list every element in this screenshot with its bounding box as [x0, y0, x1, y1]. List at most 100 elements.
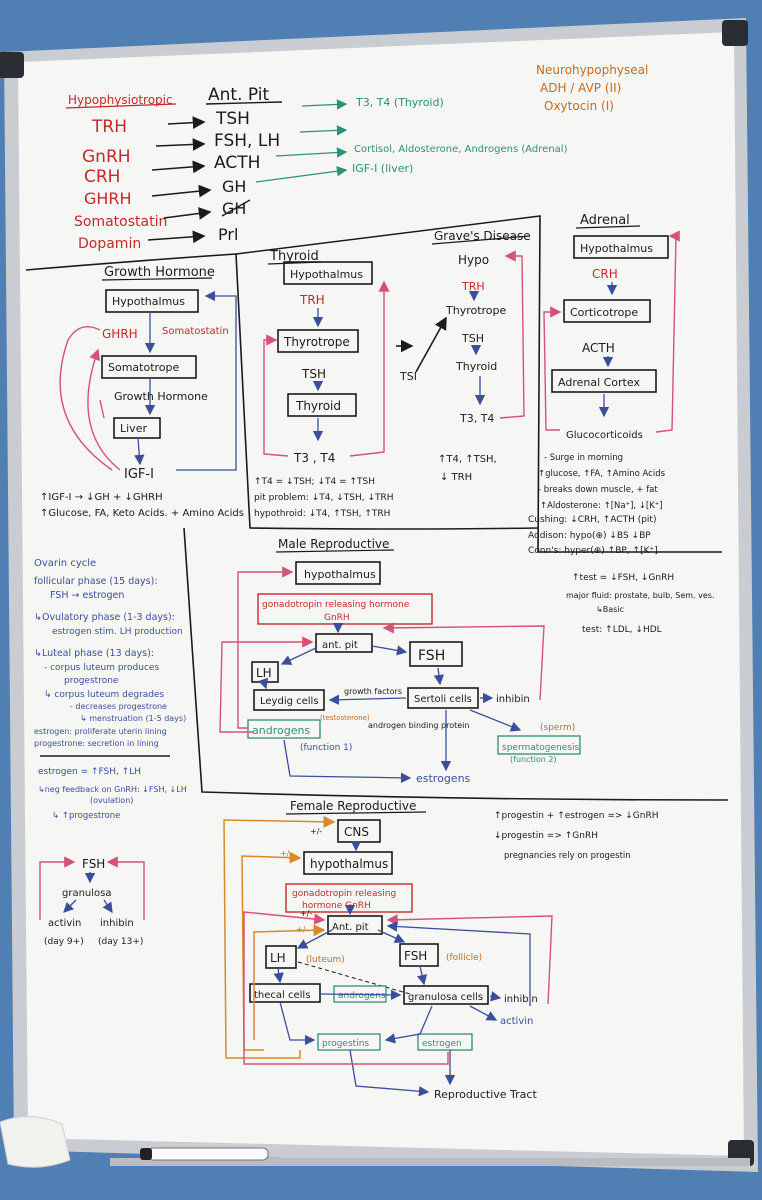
- gh-note-1: ↑IGF-I → ↓GH + ↓GHRH: [40, 492, 163, 503]
- female-gnrh-short: hormone GnRH: [302, 901, 371, 911]
- female-pm-1: +/-: [310, 827, 322, 836]
- female-side-1: ↓progestin => ↑GnRH: [494, 831, 598, 841]
- male-sertoli: Sertoli cells: [414, 694, 472, 705]
- graves-thyroid: Thyroid: [455, 360, 497, 373]
- female-granulosa: granulosa cells: [408, 992, 483, 1003]
- female-fsh: FSH: [404, 949, 427, 963]
- ovary-line-11: estrogen: proliferate uterin lining: [34, 727, 167, 736]
- thyroid-thyrotrope: Thyrotrope: [283, 335, 350, 349]
- ovary-line-6: - corpus luteum produces: [44, 663, 159, 673]
- adrenal-note-1: ↑glucose, ↑FA, ↑Amino Acids: [538, 469, 666, 479]
- female-gnrh-long: gonadotropin releasing: [292, 889, 396, 899]
- adrenal-note-5: Addison: hypo(⊕) ↓BS ↓BP: [528, 531, 651, 541]
- adrenal-section: Adrenal Hypothalmus CRH Corticotrope ACT…: [528, 213, 680, 556]
- female-pm-2: +/-: [280, 849, 292, 858]
- marker-tray: [110, 1158, 750, 1166]
- thyroid-out: T3 , T4: [293, 451, 335, 465]
- male-hypothalmus: hypothalmus: [304, 568, 376, 581]
- thyroid-section: Thyroid Hypothalmus TRH Thyrotrope TSH T…: [254, 249, 394, 519]
- gh-somatotrope: Somatotrope: [108, 361, 180, 374]
- graves-hypo: Hypo: [458, 253, 489, 267]
- female-lh: LH: [270, 951, 286, 965]
- ovary-line-5: ↳Luteal phase (13 days):: [34, 648, 154, 659]
- ovary-line-15: (ovulation): [90, 796, 133, 805]
- ovary-line-10: ↳ menstruation (1-5 days): [80, 714, 186, 723]
- ovarian-cycle-notes: Ovarin cycle follicular phase (15 days):…: [34, 558, 187, 821]
- male-gnrh-short: GnRH: [324, 613, 350, 623]
- mini-activin: activin: [48, 918, 81, 929]
- ovary-line-0: Ovarin cycle: [34, 558, 96, 569]
- male-side-1: major fluid: prostate, bulb, Sem. ves.: [566, 591, 715, 600]
- fsh-granulosa-diagram: FSH granulosa activin inhibin (day 9+) (…: [39, 856, 145, 947]
- top-section: Hypophysiotropic Ant. Pit Neurohypophyse…: [65, 63, 648, 252]
- thyroid-note-1: ↑T4 = ↓TSH; ↓T4 = ↑TSH: [254, 477, 375, 487]
- graves-tsi: TSI: [399, 370, 417, 383]
- male-gnrh-long: gonadotropin releasing hormone: [262, 600, 410, 610]
- male-abp-1: androgen binding protein: [368, 721, 469, 730]
- thyroid-note-2: pit problem: ↓T4, ↓TSH, ↓TRH: [254, 493, 394, 503]
- thyroid-title: Thyroid: [269, 249, 319, 264]
- gh-title: Growth Hormone: [104, 265, 215, 280]
- ovary-line-4: estrogen stim. LH production: [52, 627, 183, 637]
- gh-note-2: ↑Glucose, FA, Keto Acids. + Amino Acids: [40, 508, 244, 519]
- pit-row-5: Prl: [218, 225, 238, 244]
- thyroid-hypothalmus: Hypothalmus: [290, 268, 363, 281]
- marker-icon: [140, 1147, 269, 1161]
- graves-tsh: TSH: [461, 332, 484, 345]
- dividers: [25, 215, 729, 801]
- adrenal-note-2: - breaks down muscle, + fat: [538, 485, 658, 495]
- mini-inhibin: inhibin: [100, 918, 134, 929]
- ovary-line-13: estrogen = ↑FSH, ↑LH: [38, 767, 141, 777]
- adrenal-crh: CRH: [592, 267, 618, 281]
- target-row-2: Cortisol, Aldosterone, Androgens (Adrena…: [354, 144, 568, 155]
- male-testosterone: (testosterone): [320, 714, 370, 722]
- hypo-row-1: GnRH: [82, 147, 131, 167]
- male-inhibin: inhibin: [496, 694, 530, 705]
- male-estrogens: estrogens: [416, 772, 471, 785]
- thyroid-trh: TRH: [299, 293, 325, 307]
- target-row-3: IGF-I (liver): [352, 162, 413, 175]
- male-title: Male Reproductive: [278, 537, 389, 551]
- gh-hypothalmus: Hypothalmus: [112, 295, 185, 308]
- female-pm-4: +/-: [296, 925, 308, 934]
- female-reproductive-section: Female Reproductive CNS +/- hypothalmus …: [223, 799, 659, 1101]
- graves-note-2: ↓ TRH: [440, 472, 472, 483]
- adrenal-corticotrope: Corticotrope: [570, 306, 638, 319]
- ovary-line-2: FSH → estrogen: [50, 590, 124, 601]
- male-side-3: test: ↑LDL, ↓HDL: [582, 625, 662, 635]
- neuro-line-1: ADH / AVP (II): [540, 81, 621, 95]
- eraser-icon: [0, 1115, 71, 1168]
- hypo-row-2: CRH: [84, 167, 120, 187]
- female-tract: Reproductive Tract: [434, 1088, 537, 1101]
- ovary-line-12: progestrone: secretion in lining: [34, 739, 159, 748]
- male-sperm: (sperm): [540, 723, 575, 733]
- gh-somatostatin: Somatostatin: [162, 326, 229, 337]
- ovary-line-7: progestrone: [64, 676, 119, 686]
- graves-title: Grave's Disease: [434, 229, 531, 243]
- male-fsh: FSH: [418, 648, 445, 664]
- neuro-line-2: Oxytocin (I): [544, 99, 614, 113]
- gh-growth-hormone: Growth Hormone: [114, 390, 208, 403]
- adrenal-out: Glucocorticoids: [566, 430, 643, 441]
- male-function-2: (function 2): [510, 755, 557, 764]
- mini-granulosa: granulosa: [62, 888, 112, 899]
- thyroid-gland: Thyroid: [295, 399, 341, 413]
- adrenal-note-3: ↑Aldosterone: ↑[Na⁺], ↓[K⁺]: [540, 501, 663, 511]
- adrenal-note-0: - Surge in morning: [544, 453, 623, 463]
- male-androgens: androgens: [252, 724, 310, 737]
- gh-igf: IGF-I: [124, 467, 154, 482]
- hypo-row-4: Somatostatin: [74, 214, 167, 230]
- male-antpit: ant. pit: [322, 640, 358, 651]
- gh-ghrh: GHRH: [102, 327, 138, 341]
- female-cns: CNS: [344, 825, 369, 839]
- pit-row-2: ACTH: [214, 153, 260, 173]
- female-pm-3: +/-: [300, 909, 312, 918]
- female-theca: thecal cells: [254, 990, 310, 1001]
- ovary-line-3: ↳Ovulatory phase (1-3 days):: [34, 612, 175, 623]
- adrenal-hypothalmus: Hypothalmus: [580, 242, 653, 255]
- mini-fsh: FSH: [82, 857, 105, 871]
- thyroid-tsh: TSH: [301, 367, 326, 381]
- male-growth-factors: growth factors: [344, 687, 402, 696]
- female-follicle: (follicle): [446, 953, 482, 963]
- frame-corner-icon: [722, 20, 748, 46]
